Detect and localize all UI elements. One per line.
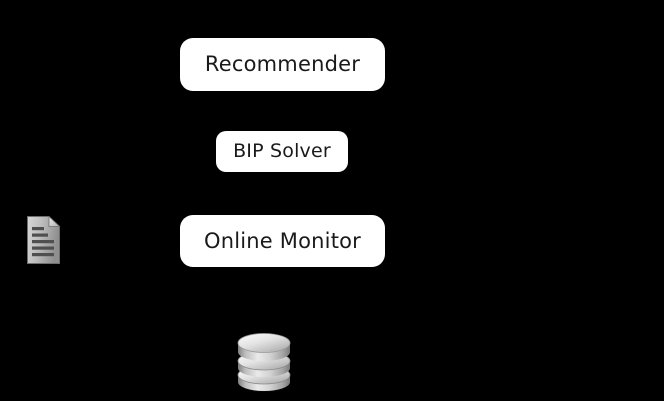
document-icon bbox=[27, 215, 61, 264]
node-recommender[interactable]: Recommender bbox=[180, 38, 385, 91]
node-online-monitor-label: Online Monitor bbox=[203, 228, 362, 253]
node-online-monitor[interactable]: Online Monitor bbox=[180, 215, 385, 267]
node-recommender-label: Recommender bbox=[204, 52, 361, 76]
node-bip-solver-label: BIP Solver bbox=[233, 140, 331, 162]
node-bip-solver[interactable]: BIP Solver bbox=[216, 131, 348, 172]
database-icon bbox=[236, 331, 292, 393]
